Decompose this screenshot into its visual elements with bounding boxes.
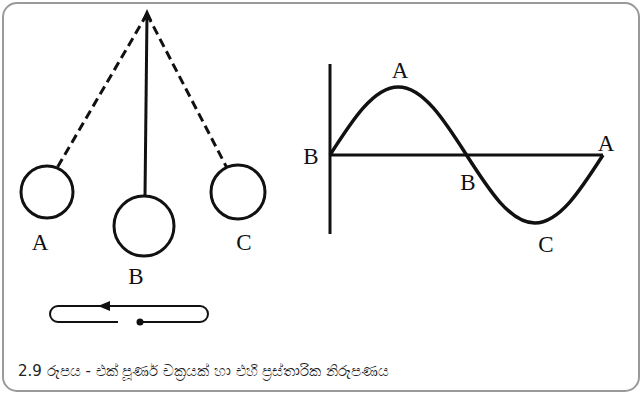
motion-path (50, 306, 208, 322)
figure-caption: 2.9 රූපය - එක් පූර්ණ චක්‍රයක් හා එහි ප්‍… (18, 362, 389, 382)
graph-label: B (303, 145, 318, 168)
frame (3, 3, 639, 391)
pivot (142, 9, 152, 20)
bob-label: A (32, 231, 49, 254)
graph-label: A (392, 59, 409, 82)
graph-label: A (598, 132, 615, 155)
vertical-axis (329, 64, 332, 234)
graph-label: B (460, 171, 475, 194)
string-center (145, 14, 147, 196)
bob-right (211, 165, 265, 219)
start-dot (137, 319, 144, 326)
graph-label: C (538, 233, 553, 256)
motion-arrowhead (98, 301, 110, 311)
bob-center (114, 196, 174, 256)
bob-label: B (128, 265, 143, 288)
bob-label: C (236, 231, 251, 254)
bob-left (21, 166, 73, 218)
string-left (57, 14, 147, 168)
string-right (147, 14, 227, 168)
sine-wave (330, 87, 603, 223)
